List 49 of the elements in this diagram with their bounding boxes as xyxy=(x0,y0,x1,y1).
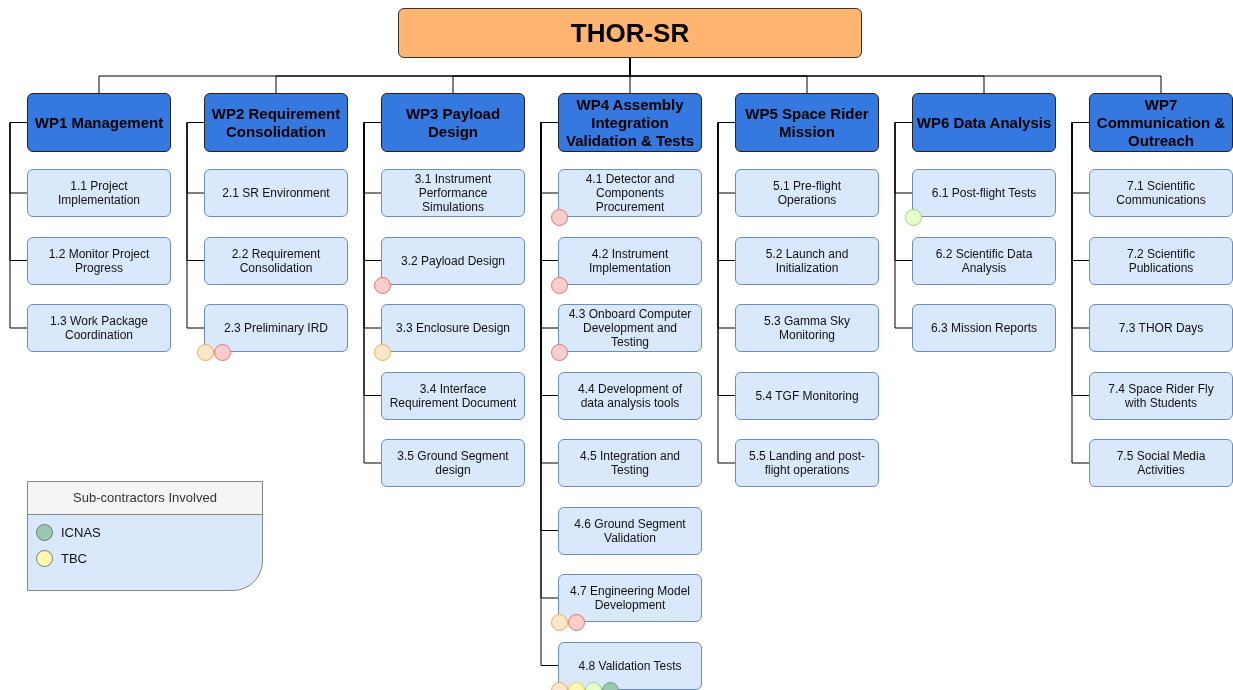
legend-label: TBC xyxy=(61,549,87,568)
work-package-box: WP6 Data Analysis xyxy=(912,93,1056,152)
connector-line xyxy=(363,122,382,464)
connector-line xyxy=(1071,122,1090,464)
work-package-box: WP3 Payload Design xyxy=(381,93,525,152)
task-box: 3.5 Ground Segment design xyxy=(381,439,525,487)
task-box: 4.3 Onboard Computer Development and Testing xyxy=(558,304,702,352)
task-box: 4.1 Detector and Components Procurement xyxy=(558,169,702,217)
task-box: 3.2 Payload Design xyxy=(381,236,525,285)
task-box: 4.5 Integration and Testing xyxy=(558,439,702,487)
work-package-box: WP7 Communication & Outreach xyxy=(1089,93,1233,152)
task-box: 6.3 Mission Reports xyxy=(912,304,1056,352)
task-box: 2.1 SR Environment xyxy=(204,169,348,217)
task-box: 2.3 Preliminary IRD xyxy=(204,304,348,352)
task-box: 7.3 THOR Days xyxy=(1089,304,1233,352)
task-box: 5.5 Landing and post-flight operations xyxy=(735,439,879,487)
task-box: 7.4 Space Rider Fly with Students xyxy=(1089,371,1233,420)
task-box: 4.6 Ground Segment Validation xyxy=(558,506,702,555)
connector-line xyxy=(186,122,205,329)
legend-header: Sub-contractors Involved xyxy=(28,482,262,515)
task-box: 4.2 Instrument Implementation xyxy=(558,236,702,285)
task-box: 1.3 Work Package Coordination xyxy=(27,304,171,352)
task-box: 6.2 Scientific Data Analysis xyxy=(912,236,1056,285)
task-box: 5.4 TGF Monitoring xyxy=(735,371,879,420)
task-box: 1.2 Monitor Project Progress xyxy=(27,236,171,285)
task-box: 2.2 Requirement Consolidation xyxy=(204,236,348,285)
task-box: 5.3 Gamma Sky Monitoring xyxy=(735,304,879,352)
connector-line xyxy=(9,122,28,329)
task-box: 5.2 Launch and Initialization xyxy=(735,236,879,285)
task-box: 7.5 Social Media Activities xyxy=(1089,439,1233,487)
legend-label: ICNAS xyxy=(61,524,101,542)
task-box: 3.4 Interface Requirement Document xyxy=(381,371,525,420)
task-box: 7.2 Scientific Publications xyxy=(1089,236,1233,285)
task-box: 4.8 Validation Tests xyxy=(558,641,702,690)
task-box: 6.1 Post-flight Tests xyxy=(912,169,1056,217)
project-box: THOR-SR xyxy=(398,8,862,58)
work-package-box: WP1 Management xyxy=(27,93,171,152)
work-package-box: WP5 Space Rider Mission xyxy=(735,93,879,152)
work-package-box: WP4 Assembly Integration Validation & Tests xyxy=(558,93,702,152)
task-box: 3.1 Instrument Performance Simulations xyxy=(381,169,525,217)
task-box: 4.7 Engineering Model Development xyxy=(558,574,702,622)
task-box: 1.1 Project Implementation xyxy=(27,169,171,217)
connector-line xyxy=(894,122,913,329)
task-box: 4.4 Development of data analysis tools xyxy=(558,371,702,420)
work-package-box: WP2 Requirement Consolidation xyxy=(204,93,348,152)
task-box: 5.1 Pre-flight Operations xyxy=(735,169,879,217)
task-box: 3.3 Enclosure Design xyxy=(381,304,525,352)
task-box: 7.1 Scientific Communications xyxy=(1089,169,1233,217)
connector-line xyxy=(717,122,736,464)
